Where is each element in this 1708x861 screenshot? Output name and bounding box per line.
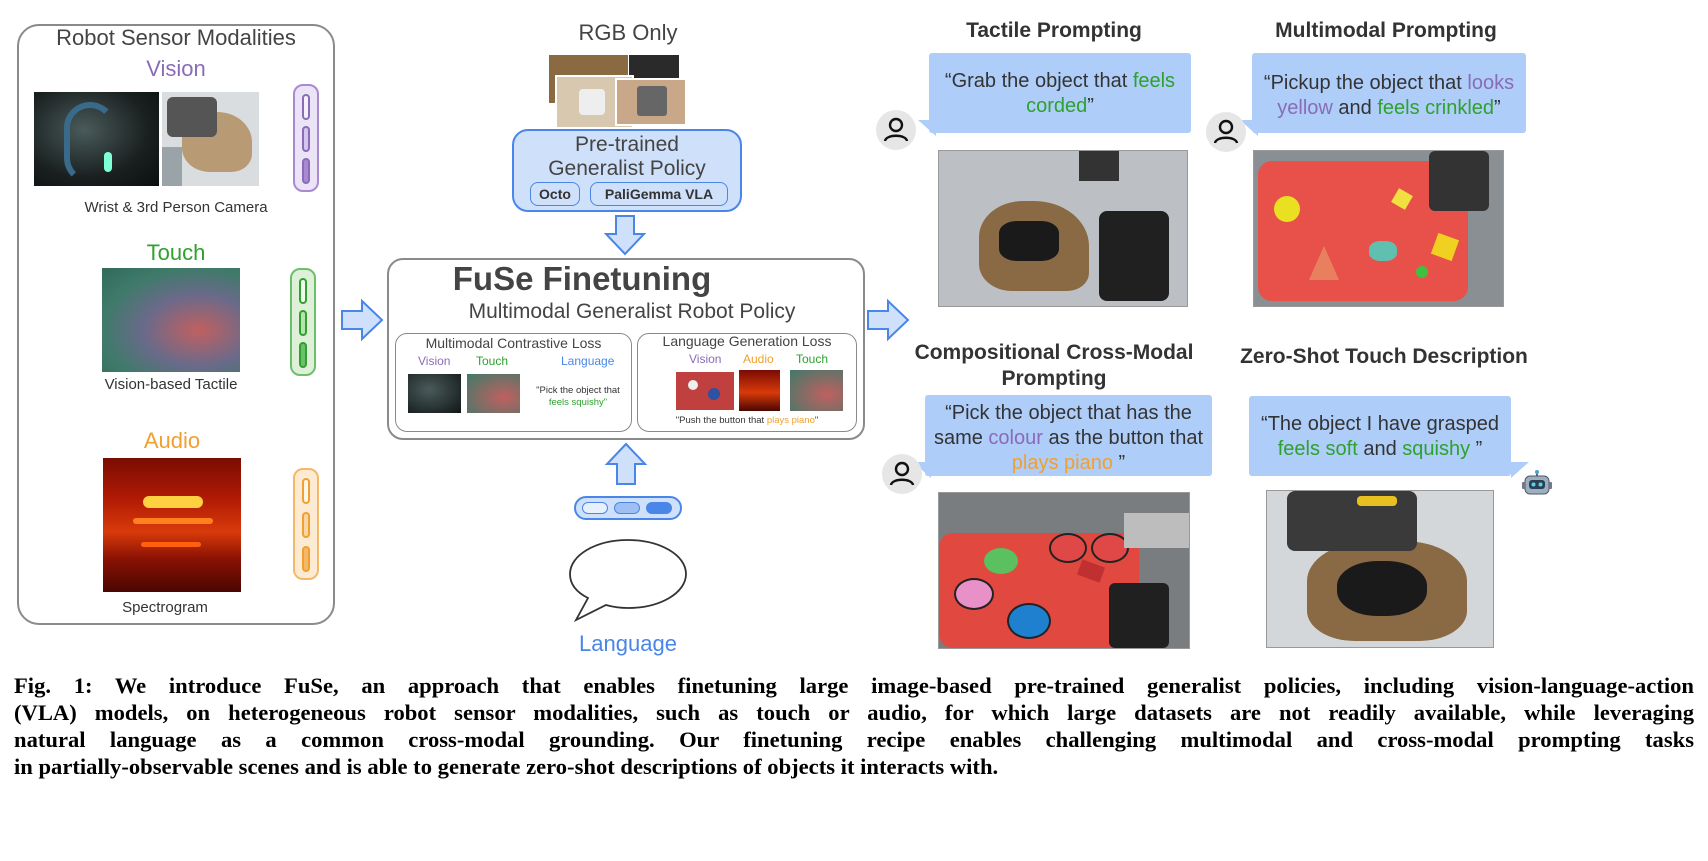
contrastive-vision-label: Vision <box>418 354 451 368</box>
pretrained-title-line2: Generalist Policy <box>548 157 706 180</box>
touch-caption: Vision-based Tactile <box>104 376 238 393</box>
contrastive-loss-title: Multimodal Contrastive Loss <box>425 335 602 351</box>
generation-loss-title: Language Generation Loss <box>662 333 832 349</box>
user-avatar-icon <box>876 110 916 150</box>
caption-line-3: natural language as a common cross-modal… <box>14 727 1694 752</box>
contrastive-touch-label: Touch <box>476 354 509 368</box>
wrist-camera-image <box>34 92 159 186</box>
compositional-scene-image <box>938 492 1190 649</box>
caption-line-1: Fig. 1: We introduce FuSe, an approach t… <box>14 673 1694 698</box>
generation-loss-box <box>637 333 857 432</box>
pretrained-title-line1: Pre-trained <box>575 133 679 156</box>
rgb-image-stack-front <box>615 78 687 126</box>
arrow-right-icon <box>867 298 910 342</box>
caption-line-2: (VLA) models, on heterogeneous robot sen… <box>14 700 1694 725</box>
vision-token-pill <box>293 84 319 192</box>
contrastive-touch-image <box>467 374 520 413</box>
fuse-finetuning-box <box>387 258 865 440</box>
robot-avatar-icon <box>1522 470 1552 498</box>
speech-bubble-icon <box>569 539 687 622</box>
vision-caption: Wrist & 3rd Person Camera <box>84 199 268 216</box>
generation-quote: "Push the button that plays piano" <box>675 415 819 426</box>
contrastive-vision-image <box>408 374 461 413</box>
generation-vision-label: Vision <box>689 352 722 366</box>
language-token-bar <box>574 496 682 520</box>
caption-line-4: in partially-observable scenes and is ab… <box>14 754 999 779</box>
contrastive-quote-line1: "Pick the object that <box>536 385 620 396</box>
figure-caption: Fig. 1: We introduce FuSe, an approach t… <box>14 672 1694 780</box>
arrow-right-icon <box>341 298 384 342</box>
generation-audio-image <box>739 370 780 411</box>
compositional-prompt-bubble: “Pick the object that has the same colou… <box>925 395 1212 476</box>
fuse-subtitle: Multimodal Generalist Robot Policy <box>468 300 796 323</box>
touch-token-pill <box>290 268 316 376</box>
arrow-down-icon <box>603 215 647 256</box>
generation-audio-label: Audio <box>743 352 774 366</box>
tactile-prompting-heading: Tactile Prompting <box>966 19 1142 42</box>
contrastive-loss-box <box>395 333 632 432</box>
zeroshot-heading: Zero-Shot Touch Description <box>1240 345 1528 368</box>
generation-vision-image <box>676 372 734 410</box>
tactile-sensor-image <box>102 268 240 372</box>
spectrogram-image <box>103 458 241 592</box>
user-avatar-icon <box>882 454 922 494</box>
rgb-only-label: RGB Only <box>578 20 678 45</box>
fuse-title: FuSe Finetuning <box>452 260 712 297</box>
generation-touch-label: Touch <box>796 352 829 366</box>
zeroshot-description-bubble: “The object I have grasped feels soft an… <box>1249 396 1511 476</box>
audio-token-pill <box>293 468 319 580</box>
user-avatar-icon <box>1206 112 1246 152</box>
language-label: Language <box>579 631 677 656</box>
compositional-heading-line1: Compositional Cross-Modal <box>914 341 1194 364</box>
octo-tag: Octo <box>530 182 580 206</box>
audio-label: Audio <box>143 428 201 453</box>
zeroshot-scene-image <box>1266 490 1494 648</box>
vision-label: Vision <box>146 56 206 81</box>
arrow-up-icon <box>604 442 648 485</box>
touch-label: Touch <box>146 240 206 265</box>
paligemma-tag: PaliGemma VLA <box>590 182 728 206</box>
tactile-scene-image <box>938 150 1188 307</box>
compositional-heading-line2: Prompting <box>1001 367 1107 390</box>
multimodal-prompting-heading: Multimodal Prompting <box>1275 19 1497 42</box>
generation-touch-image <box>790 370 843 411</box>
contrastive-language-label: Language <box>561 354 615 368</box>
multimodal-scene-image <box>1253 150 1504 307</box>
third-person-camera-image <box>162 92 259 186</box>
contrastive-quote-line2: feels squishy" <box>548 397 608 408</box>
panel-title: Robot Sensor Modalities <box>56 25 296 50</box>
audio-caption: Spectrogram <box>122 599 208 616</box>
